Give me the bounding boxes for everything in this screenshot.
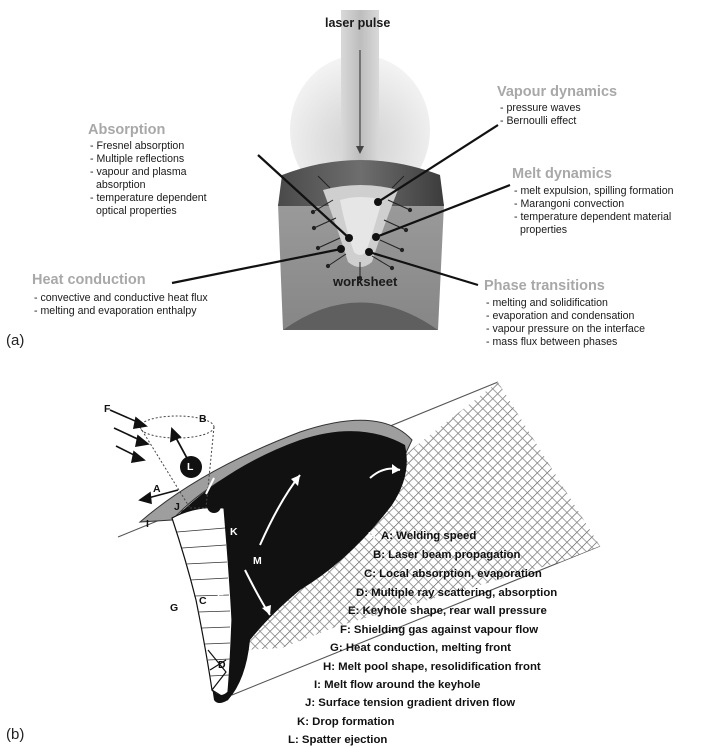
phase-item: - mass flux between phases bbox=[486, 336, 617, 349]
melt-item: - melt expulsion, spilling formation bbox=[514, 185, 674, 198]
marker-d: D bbox=[218, 659, 226, 671]
legend-item: E: Keyhole shape, rear wall pressure bbox=[348, 605, 547, 617]
marker-j: J bbox=[174, 501, 180, 513]
gas-flow-arrows bbox=[110, 410, 148, 462]
marker-h: H bbox=[368, 530, 376, 542]
absorption-item: - Multiple reflections bbox=[90, 153, 184, 166]
marker-b: B bbox=[199, 413, 207, 425]
absorption-item: - Fresnel absorption bbox=[90, 140, 184, 153]
absorption-item: - temperature dependent bbox=[90, 192, 207, 205]
phase-item: - melting and solidification bbox=[486, 297, 608, 310]
absorption-item: - vapour and plasma bbox=[90, 166, 187, 179]
phase-title: Phase transitions bbox=[484, 278, 605, 294]
legend-item: K: Drop formation bbox=[297, 716, 394, 728]
beam-arrow bbox=[171, 429, 188, 460]
heat-item: - melting and evaporation enthalpy bbox=[34, 305, 197, 318]
vapour-item: - Bernoulli effect bbox=[500, 115, 576, 128]
phase-item: - vapour pressure on the interface bbox=[486, 323, 645, 336]
legend-item: J: Surface tension gradient driven flow bbox=[305, 697, 515, 709]
vapour-item: - pressure waves bbox=[500, 102, 581, 115]
absorption-title: Absorption bbox=[88, 122, 165, 138]
marker-e: E bbox=[217, 592, 224, 604]
marker-g: G bbox=[170, 602, 178, 614]
legend-item: I: Melt flow around the keyhole bbox=[314, 679, 480, 691]
panel-a-label: (a) bbox=[6, 332, 24, 349]
legend-item: H: Melt pool shape, resolidification fro… bbox=[323, 661, 541, 673]
legend-item: B: Laser beam propagation bbox=[373, 549, 520, 561]
marker-k: K bbox=[230, 526, 238, 538]
marker-f: F bbox=[104, 403, 110, 415]
absorption-item: absorption bbox=[96, 179, 145, 192]
marker-m: M bbox=[253, 555, 262, 567]
melt-item: - temperature dependent material bbox=[514, 211, 671, 224]
laser-pulse-label: laser pulse bbox=[325, 16, 390, 30]
heat-item: - convective and conductive heat flux bbox=[34, 292, 208, 305]
marker-c: C bbox=[199, 595, 207, 607]
legend-item: F: Shielding gas against vapour flow bbox=[340, 624, 538, 636]
marker-i: I bbox=[146, 518, 149, 530]
legend-item: A: Welding speed bbox=[381, 530, 476, 542]
legend-item: G: Heat conduction, melting front bbox=[330, 642, 511, 654]
legend-item: C: Local absorption, evaporation bbox=[364, 568, 542, 580]
marker-a: A bbox=[153, 483, 161, 495]
melt-title: Melt dynamics bbox=[512, 166, 612, 182]
absorption-item: optical properties bbox=[96, 205, 177, 218]
phase-item: - evaporation and condensation bbox=[486, 310, 634, 323]
heat-title: Heat conduction bbox=[32, 272, 146, 288]
drop-formation bbox=[207, 499, 221, 513]
marker-l: L bbox=[187, 461, 193, 473]
melt-item: properties bbox=[520, 224, 567, 237]
legend-item: L: Spatter ejection bbox=[288, 734, 387, 746]
melt-item: - Marangoni convection bbox=[514, 198, 624, 211]
legend-item: D: Multiple ray scattering, absorption bbox=[356, 587, 557, 599]
worksheet-label: worksheet bbox=[333, 274, 397, 289]
panel-b-label: (b) bbox=[6, 726, 24, 743]
vapour-title: Vapour dynamics bbox=[497, 84, 617, 100]
